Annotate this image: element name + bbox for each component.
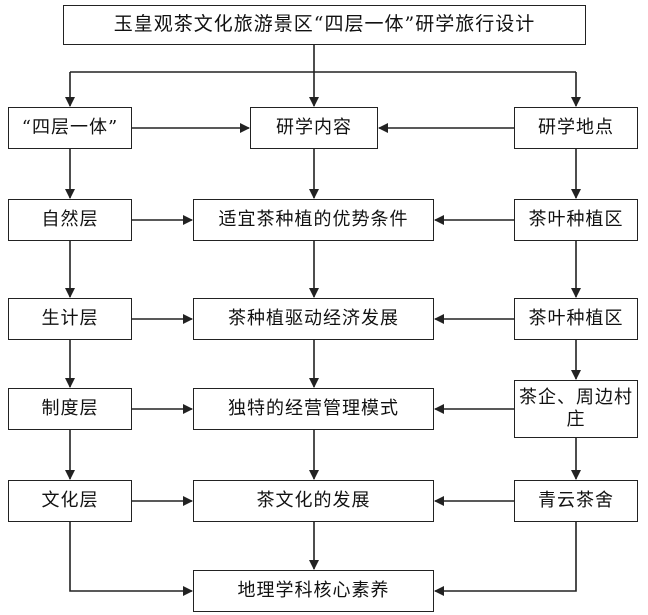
right-node-tea-enterprises-villages: 茶企、周边村庄 [514, 380, 638, 438]
center-node-tea-culture: 茶文化的发展 [193, 480, 434, 522]
left-node-culture-layer: 文化层 [8, 480, 132, 522]
center-node-study-content: 研学内容 [250, 107, 378, 149]
center-node-core-literacy: 地理学科核心素养 [193, 570, 434, 612]
right-node-tea-planting-area-1: 茶叶种植区 [514, 199, 638, 241]
left-node-institution-layer: 制度层 [8, 388, 132, 430]
left-node-nature-layer: 自然层 [8, 199, 132, 241]
diagram-title-box: 玉皇观茶文化旅游景区“四层一体”研学旅行设计 [63, 5, 586, 45]
right-node-qingyun-teahouse: 青云茶舍 [514, 480, 638, 522]
center-node-economic-development: 茶种植驱动经济发展 [193, 298, 434, 340]
right-node-tea-planting-area-2: 茶叶种植区 [514, 298, 638, 340]
right-node-study-location: 研学地点 [514, 107, 638, 149]
left-node-four-layers: “四层一体” [8, 107, 132, 149]
center-node-tea-conditions: 适宜茶种植的优势条件 [193, 199, 434, 241]
arrow-right-to-bottom [434, 522, 577, 596]
arrow-left-to-bottom [69, 522, 193, 596]
left-node-livelihood-layer: 生计层 [8, 298, 132, 340]
center-node-management-model: 独特的经营管理模式 [193, 388, 434, 430]
